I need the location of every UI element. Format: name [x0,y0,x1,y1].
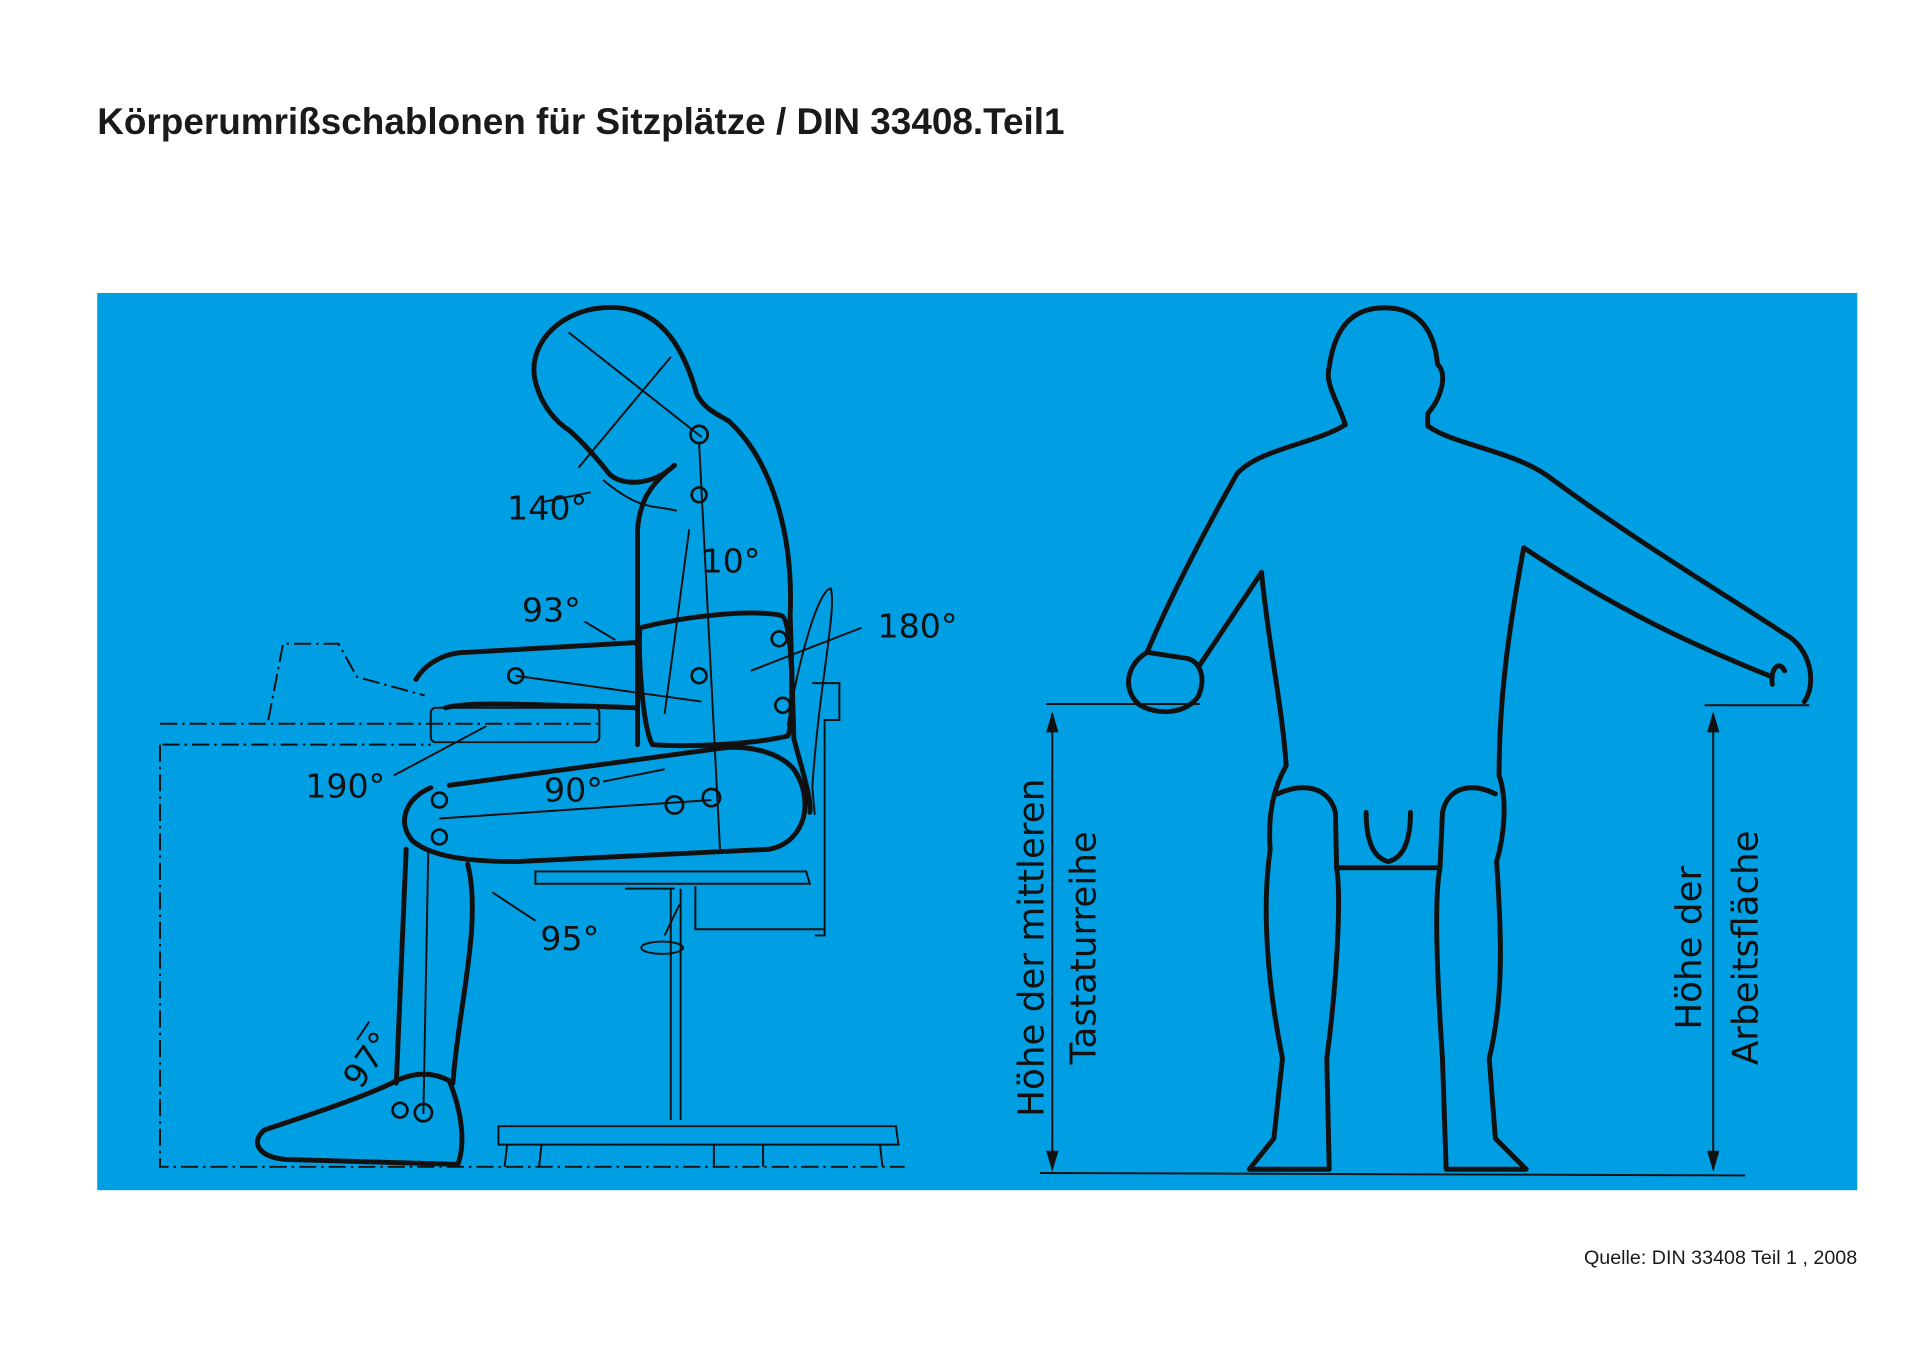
front-left-arm-torso [1144,422,1348,769]
chest-outline [635,462,677,748]
back-outline [726,418,813,815]
angle-label-wrist: 190° [305,767,385,806]
front-right-leg [1434,772,1529,1172]
front-head-outline [1325,305,1446,429]
keyboard-height-label-1: Höhe der mittleren [1012,779,1053,1117]
page-title: Körperumrißschablonen für Sitzplätze / D… [97,101,1064,142]
head-outline [531,304,732,485]
front-view-figure: Höhe der mittleren Tastaturreihe Höhe de… [1012,305,1814,1177]
front-right-arm-torso [1425,423,1814,778]
angle-label-neck: 140° [507,488,587,527]
work-surface-height-label-2: Arbeitsfläche [1726,830,1767,1065]
angle-label-elbow-shoulder: 93° [522,591,581,630]
work-surface-height-dimension: Höhe der Arbeitsfläche [1669,704,1810,1172]
front-left-fist [1126,649,1205,715]
chair [497,587,900,1167]
thigh-outline [402,744,808,865]
source-caption: Quelle: DIN 33408 Teil 1 , 2008 [1584,1247,1857,1269]
angle-reference-lines [356,331,862,1114]
angle-label-knee: 95° [540,919,599,958]
work-surface-height-label-1: Höhe der [1669,865,1710,1029]
angle-label-trunk: 10° [702,541,761,580]
blue-panel [97,292,1858,1191]
leg-outline [393,846,475,1086]
pelvis-outline [636,610,795,749]
shoe-outline [255,1071,465,1167]
desk [159,642,905,1168]
front-crotch [1334,809,1443,871]
arm-outline [413,640,640,711]
front-left-leg [1246,763,1342,1172]
angle-label-hip-back: 180° [878,607,958,646]
keyboard-height-dimension: Höhe der mittleren Tastaturreihe [1012,703,1746,1177]
angle-label-hip: 90° [544,770,603,809]
keyboard-height-label-2: Tastaturreihe [1063,831,1104,1065]
